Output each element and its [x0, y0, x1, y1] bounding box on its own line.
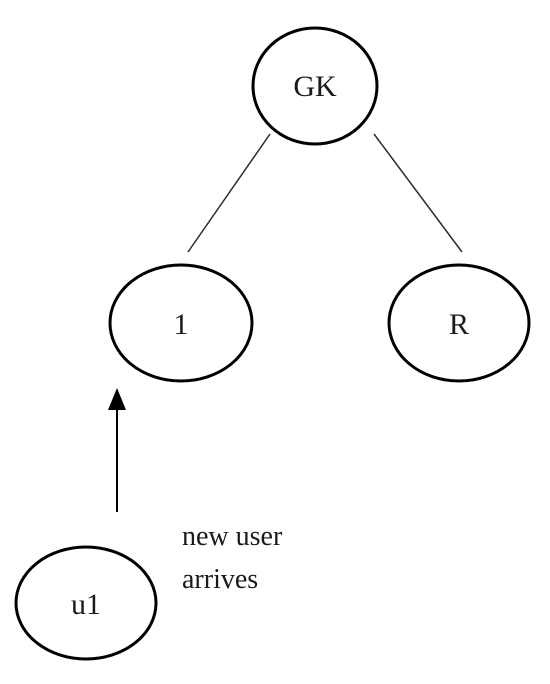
- node-1-label: 1: [174, 308, 189, 341]
- caption-line-2: arrives: [182, 564, 258, 595]
- arrow-head-icon: [108, 388, 126, 410]
- node-r: R: [387, 263, 531, 383]
- node-gk-label: GK: [293, 70, 337, 103]
- caption-new-user-arrives: new user arrives: [182, 521, 283, 595]
- node-r-label: R: [449, 308, 469, 341]
- node-gk: GK: [251, 26, 379, 146]
- edge-gk-to-node-1: [187, 133, 271, 253]
- node-gk-circle: [251, 26, 379, 146]
- edge-gk-to-node-r: [373, 133, 463, 253]
- node-u1-circle: [14, 545, 158, 661]
- node-u1-label: u1: [71, 588, 101, 621]
- node-1: 1: [108, 263, 254, 383]
- node-r-circle: [387, 263, 531, 383]
- node-u1: u1: [14, 545, 158, 661]
- arrow-u1-to-node-1: [108, 388, 126, 512]
- caption-line-1: new user: [182, 521, 283, 552]
- node-1-circle: [108, 263, 254, 383]
